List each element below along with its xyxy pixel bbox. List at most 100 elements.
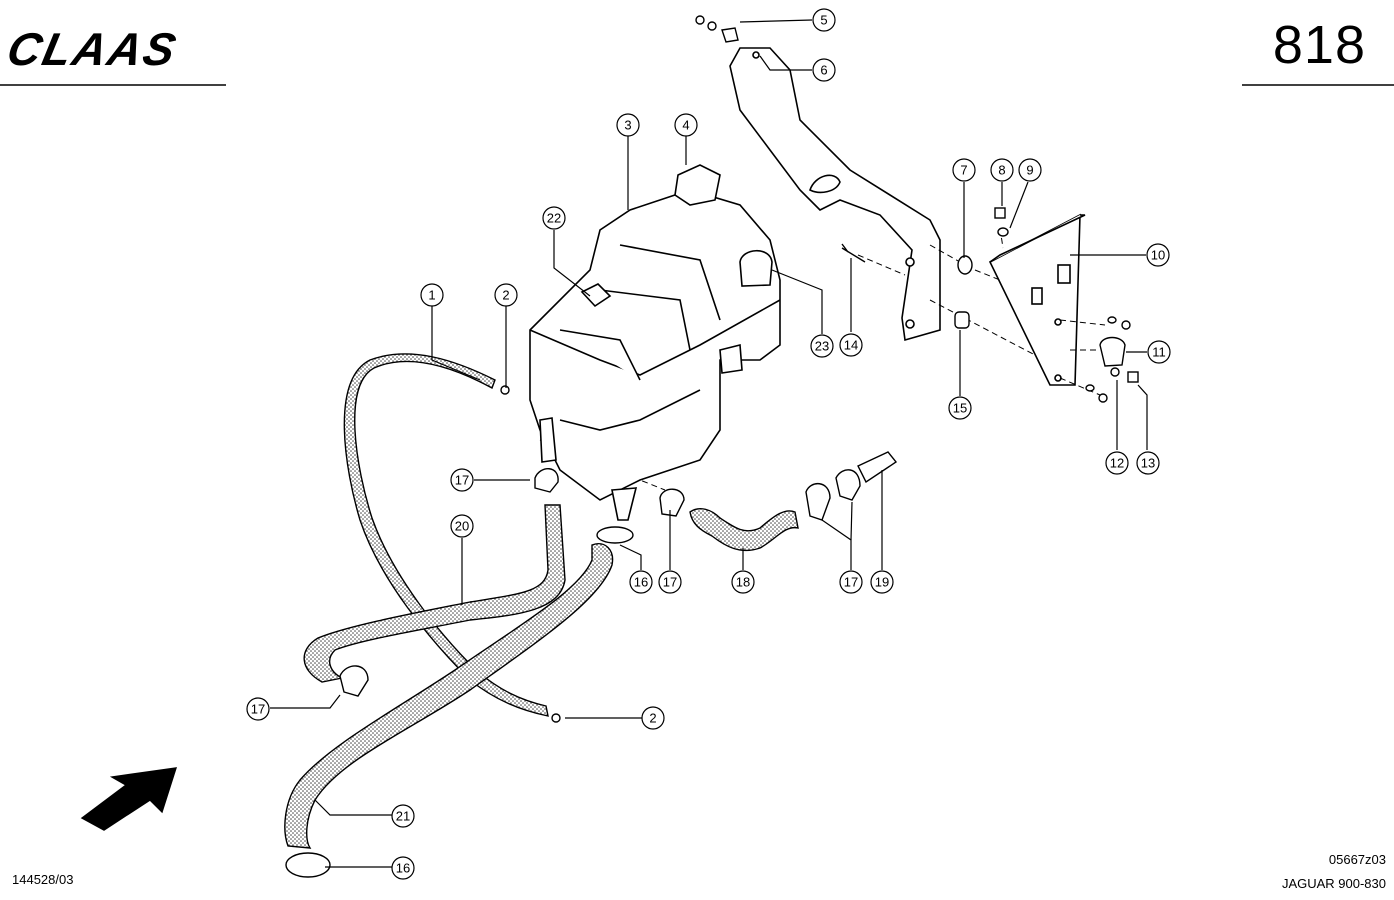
callout-circle [1105,451,1129,475]
callout-16: 16 [391,856,415,880]
callout-11: 11 [1147,340,1171,364]
callout-circle [658,570,682,594]
callout-17: 17 [839,570,863,594]
callout-2: 2 [641,706,665,730]
callout-16: 16 [629,570,653,594]
callout-10: 10 [1146,243,1170,267]
callout-7: 7 [952,158,976,182]
callout-circle [629,570,653,594]
callout-label: 20 [455,519,469,534]
callout-leaders [270,19,1148,868]
hose-20 [303,504,566,683]
callout-circle [839,570,863,594]
callout-label: 11 [1152,345,1166,360]
page-number: 818 [1272,15,1366,75]
callout-label: 16 [634,575,648,590]
callout-13: 13 [1136,451,1160,475]
callout-circle [542,206,566,230]
callout-circle [1136,451,1160,475]
callout-9: 9 [1018,158,1042,182]
callout-circle [674,113,698,137]
callout-label: 4 [682,118,689,133]
callout-14: 14 [839,333,863,357]
hose-18 [689,508,799,552]
callout-label: 2 [649,711,656,726]
callout-circle [952,158,976,182]
callout-circle [1018,158,1042,182]
fasteners [695,15,1139,403]
callout-15: 15 [948,396,972,420]
callout-circle [616,113,640,137]
callout-label: 17 [251,702,265,717]
callout-circle [391,856,415,880]
callout-8: 8 [990,158,1014,182]
callout-circle [450,514,474,538]
callout-6: 6 [812,58,836,82]
callout-circle [839,333,863,357]
callout-circle [731,570,755,594]
callout-circle [391,804,415,828]
callout-circle [1147,340,1171,364]
drawing-number: 05667z03 [1328,852,1386,867]
callout-label: 5 [820,13,827,28]
callout-circle [450,468,474,492]
coolant-expansion-tank [529,164,781,521]
callout-label: 22 [547,211,561,226]
callout-label: 15 [953,401,967,416]
callout-label: 13 [1141,456,1155,471]
callout-label: 12 [1110,456,1124,471]
callout-4: 4 [674,113,698,137]
callout-label: 17 [663,575,677,590]
callout-circle [812,58,836,82]
callout-circle [812,8,836,32]
callout-label: 21 [396,809,410,824]
document-number: 144528/03 [12,872,74,887]
callout-23: 23 [810,334,834,358]
callout-circle [641,706,665,730]
hose-1 [343,353,549,717]
callout-label: 17 [455,473,469,488]
callout-circle [810,334,834,358]
callout-label: 6 [820,63,827,78]
callout-label: 19 [875,575,889,590]
callout-label: 17 [844,575,858,590]
model-label: JAGUAR 900-830 [1281,876,1386,891]
callout-circle [948,396,972,420]
callout-label: 7 [960,163,967,178]
callout-circle [420,283,444,307]
callout-label: 18 [736,575,750,590]
callout-21: 21 [391,804,415,828]
callout-22: 22 [542,206,566,230]
callout-label: 3 [624,118,631,133]
mounting-plate [988,213,1086,386]
callout-19: 19 [870,570,894,594]
callout-circle [494,283,518,307]
callout-label: 9 [1026,163,1033,178]
callout-label: 23 [815,339,829,354]
callout-5: 5 [812,8,836,32]
hose-21 [284,543,614,849]
callout-2: 2 [494,283,518,307]
direction-arrow [80,767,178,831]
callout-circle [990,158,1014,182]
callout-17: 17 [450,468,474,492]
callout-label: 16 [396,861,410,876]
callout-17: 17 [658,570,682,594]
callout-label: 2 [502,288,509,303]
hose-clamps [285,385,898,878]
callout-circle [1146,243,1170,267]
callout-3: 3 [616,113,640,137]
callout-label: 1 [428,288,435,303]
callout-1: 1 [420,283,444,307]
callout-12: 12 [1105,451,1129,475]
callout-20: 20 [450,514,474,538]
callout-circle [870,570,894,594]
callout-17: 17 [246,697,270,721]
callout-circle [246,697,270,721]
callout-label: 10 [1151,248,1165,263]
callout-18: 18 [731,570,755,594]
callout-label: 14 [844,338,858,353]
